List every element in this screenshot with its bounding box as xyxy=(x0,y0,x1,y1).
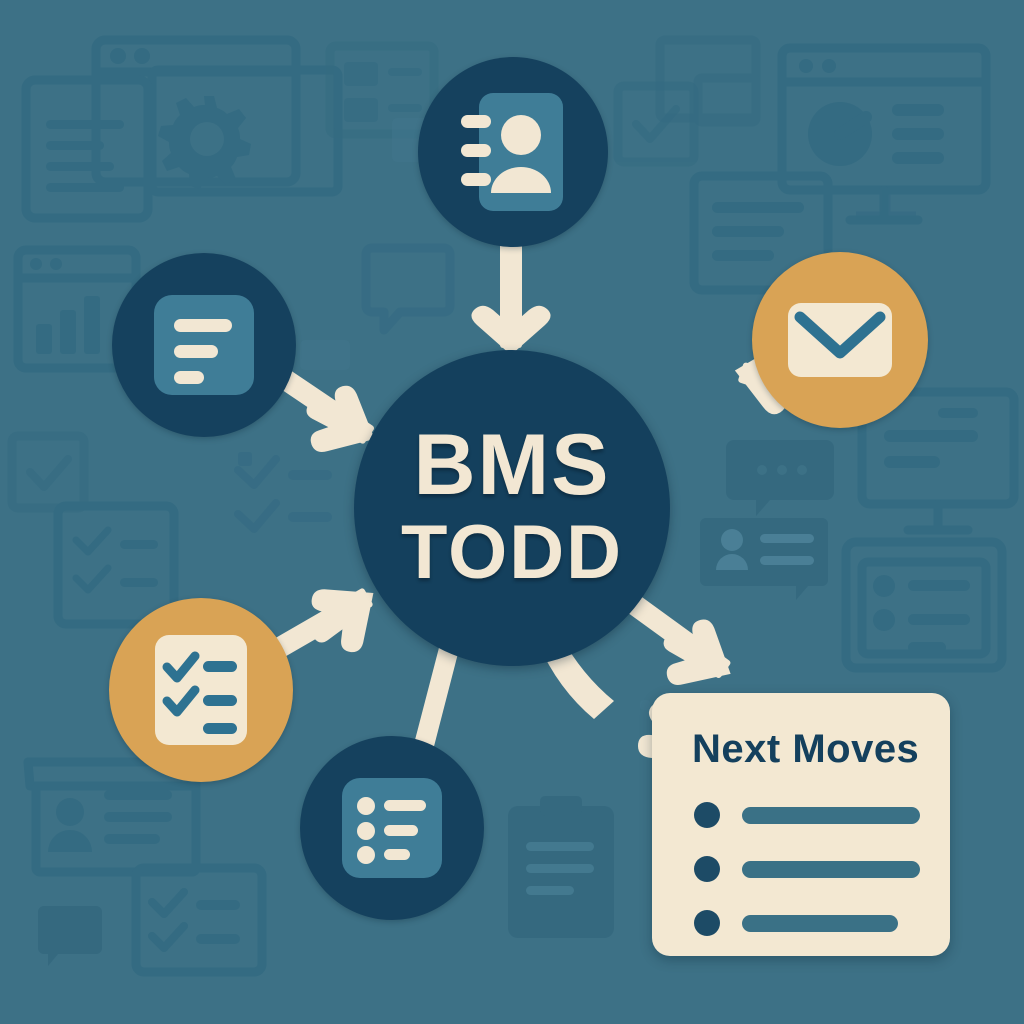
checkbox-motif-2 xyxy=(7,431,89,513)
gear-icon-motif xyxy=(158,96,251,189)
node-list[interactable] xyxy=(300,736,484,920)
next-moves-title: Next Moves xyxy=(692,727,920,771)
next-moves-item[interactable] xyxy=(694,802,920,828)
bullet-icon xyxy=(694,856,720,882)
hub-label-line-1: BMS xyxy=(413,416,611,513)
checkbox-list-motif xyxy=(53,501,179,629)
bulleted-list-icon xyxy=(342,778,442,878)
node-tasks[interactable] xyxy=(109,598,293,782)
placeholder-bar xyxy=(742,860,920,878)
placeholder-bar xyxy=(742,914,898,932)
note-lines-motif xyxy=(689,171,833,295)
envelope-icon xyxy=(788,303,892,377)
next-moves-item[interactable] xyxy=(694,856,920,882)
monitor-lines-motif xyxy=(857,387,1019,535)
node-notes[interactable] xyxy=(112,253,296,437)
document-lines-icon xyxy=(154,295,254,395)
bullet-panel-motif xyxy=(841,537,1007,673)
browser-dots-motif xyxy=(110,48,150,64)
placeholder-bar xyxy=(742,806,920,824)
speech-bubble-motif-2 xyxy=(38,906,102,966)
hub-node[interactable]: BMS TODD xyxy=(354,350,670,666)
checklist-icon xyxy=(155,635,247,745)
connector-tasks-to-hub xyxy=(274,588,374,657)
connector-notes-to-hub xyxy=(271,365,375,453)
checklist-motif xyxy=(234,455,280,533)
chat-dots-motif xyxy=(726,440,834,516)
document-lines-motif xyxy=(21,75,153,223)
hub-label-line-2: TODD xyxy=(401,510,623,596)
checklist-motif-2 xyxy=(131,863,267,977)
connector-contacts-to-hub xyxy=(471,238,551,355)
next-moves-item[interactable] xyxy=(694,910,920,936)
node-contacts[interactable] xyxy=(418,57,608,247)
next-moves-card[interactable]: Next Moves xyxy=(652,693,950,956)
node-email[interactable] xyxy=(752,252,928,428)
bullet-icon xyxy=(694,802,720,828)
speech-bubble-motif xyxy=(361,243,455,335)
checkbox-motif xyxy=(613,81,699,167)
bullet-icon xyxy=(694,910,720,936)
connector-hub-to-card-straight xyxy=(613,585,731,685)
card-lines-motif xyxy=(325,41,439,139)
address-book-icon xyxy=(461,93,563,211)
connector-list-to-hub xyxy=(409,634,463,763)
monitor-stand-motif xyxy=(856,190,916,221)
